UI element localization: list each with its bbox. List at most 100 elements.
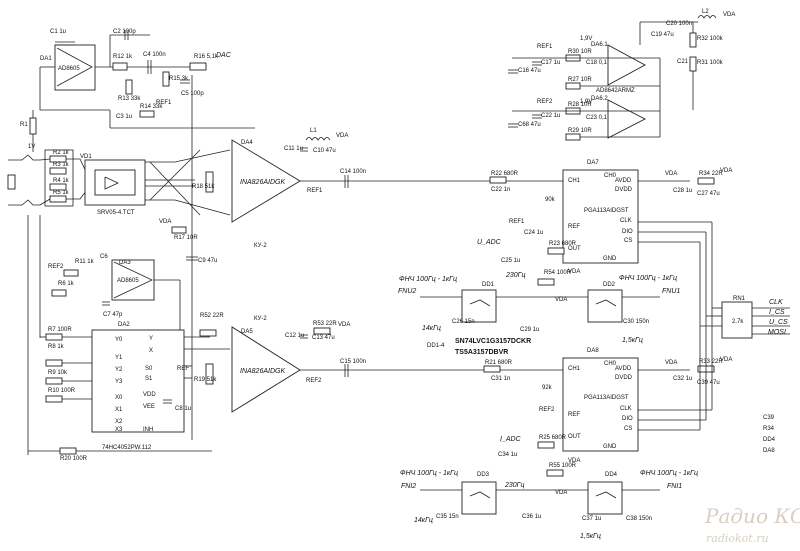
r20-label: R20 100R — [60, 456, 88, 462]
dd4-switch: DD4 — [587, 472, 623, 515]
svg-text:AVDD: AVDD — [615, 366, 632, 372]
c16-label: C16 47u — [518, 68, 541, 74]
svg-text:DD3: DD3 — [477, 472, 490, 478]
r6-label: R6 1k — [58, 281, 75, 287]
c32-label: C32 1u — [673, 376, 692, 382]
c17-label: C17 1u — [541, 60, 560, 66]
r15-label: R15 3k — [169, 76, 189, 82]
r12-label: R12 1k — [113, 54, 133, 60]
svg-text:DD2: DD2 — [603, 282, 616, 288]
svg-text:CS: CS — [624, 426, 632, 432]
svg-text:DD4: DD4 — [605, 472, 618, 478]
mux-right-pins: Y X S0 S1 VDD VEE INH — [143, 336, 156, 433]
r54-label: R54 100R — [544, 270, 572, 276]
c38-label: C38 150n — [626, 516, 652, 522]
c4-label: C4 100n — [143, 52, 166, 58]
c8-label: C8 1u — [175, 406, 191, 412]
ref-net-mux: REF — [177, 366, 189, 372]
ref2-net-b: REF2 — [306, 378, 322, 384]
r52-label: R52 22R — [200, 313, 224, 319]
svg-text:DVDD: DVDD — [615, 187, 633, 193]
svg-text:INH: INH — [143, 427, 153, 433]
svg-text:VEE: VEE — [143, 404, 155, 410]
r19-label: R19 51k — [194, 377, 217, 383]
r9-label: R9 10k — [48, 370, 68, 376]
r30-label: R30 10R — [568, 49, 592, 55]
r90k-label: 90k — [545, 197, 556, 203]
c11-label: C11 1u — [284, 146, 303, 152]
input-connector-top — [7, 154, 40, 206]
c24-label: C24 1u — [524, 230, 543, 236]
svg-text:CLK: CLK — [620, 218, 632, 224]
c36-label: C36 1u — [522, 514, 541, 520]
vda-net-g: VDA — [568, 269, 580, 275]
vda-net-c: VDA — [338, 322, 350, 328]
ref1-net-c: REF1 — [537, 44, 553, 50]
dd1-4-label: DD1-4 — [427, 343, 445, 349]
svg-text:DIO: DIO — [622, 416, 633, 422]
i-cs-net: I_CS — [769, 309, 785, 316]
c35-label: C35 15n — [436, 514, 459, 520]
svg-text:КУ-2: КУ-2 — [254, 243, 267, 249]
c19-label: C19 47u — [651, 32, 674, 38]
lp-note-u: ФНЧ 100Гц - 1кГц — [399, 276, 457, 283]
c23-label: C23 0,1 — [586, 115, 608, 121]
svg-text:DD4: DD4 — [763, 437, 776, 443]
svg-text:X0: X0 — [115, 395, 123, 401]
svg-text:DA8: DA8 — [763, 448, 775, 454]
c29-label: C29 1u — [520, 327, 539, 333]
vd1-bridge: VD1 SRV05-4.TCT — [80, 154, 146, 216]
fnu1-net: FNU1 — [662, 288, 680, 295]
c7-label: C7 47p — [103, 312, 123, 318]
svg-text:GND: GND — [603, 256, 617, 262]
svg-text:DD1: DD1 — [482, 282, 495, 288]
svg-text:OUT: OUT — [568, 434, 581, 440]
svg-text:CH1: CH1 — [568, 366, 581, 372]
u-cs-net: U_CS — [769, 319, 788, 326]
r10-label: R10 100R — [48, 388, 76, 394]
r28-label: R28 10R — [568, 102, 592, 108]
svg-text:CLK: CLK — [620, 406, 632, 412]
mosi-net: MOSI — [768, 329, 786, 336]
ref2-net-d: REF2 — [539, 407, 555, 413]
bom-legend: C39 R34 DD4 DA8 — [763, 415, 776, 454]
svg-text:SRV05-4.TCT: SRV05-4.TCT — [97, 210, 135, 216]
da2-mux: DA2 74HC4052PW.112 — [91, 322, 185, 451]
f230-label-a: 230Гц — [505, 272, 526, 279]
r16-label: R16 5,1k — [194, 54, 219, 60]
svg-text:DA7: DA7 — [587, 160, 599, 166]
c10-label: C10 47u — [313, 148, 336, 154]
svg-text:Y: Y — [149, 336, 153, 342]
r2-label: R2 1k — [53, 150, 70, 156]
vda-net-j: VDA — [568, 458, 580, 464]
svg-text:S0: S0 — [145, 366, 153, 372]
svg-text:Y1: Y1 — [115, 355, 123, 361]
l1-label: L1 — [310, 128, 317, 134]
ref2-net-a: REF2 — [48, 264, 64, 270]
svg-text:Y3: Y3 — [115, 379, 123, 385]
da6-1-opamp: DA6.1 AD8642ARMZ — [591, 42, 646, 94]
r22-label: R22 680R — [491, 171, 519, 177]
svg-text:CH0: CH0 — [604, 173, 617, 179]
vda-net-a: VDA — [336, 133, 348, 139]
lp-note-u2: ФНЧ 100Гц - 1кГц — [619, 275, 677, 282]
svg-text:PGA113AIDGST: PGA113AIDGST — [584, 208, 629, 214]
svg-text:DA2: DA2 — [118, 322, 130, 328]
svg-text:Y0: Y0 — [115, 337, 123, 343]
svg-text:DA6.2: DA6.2 — [591, 96, 608, 102]
watermark-url: radiokot.ru — [706, 532, 769, 545]
dd3-switch: DD3 — [461, 472, 497, 515]
mux-left-pins: Y0 Y1 Y2 Y3 X0 X1 X2 X3 — [115, 337, 123, 433]
da7-pga: DA7 PGA113AIDGST CH1 CH0 AVDD DVDD CLK D… — [562, 160, 639, 264]
svg-text:GND: GND — [603, 444, 617, 450]
r29-label: R29 10R — [568, 128, 592, 134]
svg-text:AVDD: AVDD — [615, 178, 632, 184]
svg-text:X2: X2 — [115, 419, 123, 425]
svg-text:S1: S1 — [145, 376, 153, 382]
r11-label: R11 1k — [75, 259, 95, 265]
vda-net-d: VDA — [723, 12, 735, 18]
c13-label: C13 47u — [312, 335, 335, 341]
f14k-label-b: 14кГц — [414, 517, 433, 524]
ref1-net-d: REF1 — [509, 219, 525, 225]
